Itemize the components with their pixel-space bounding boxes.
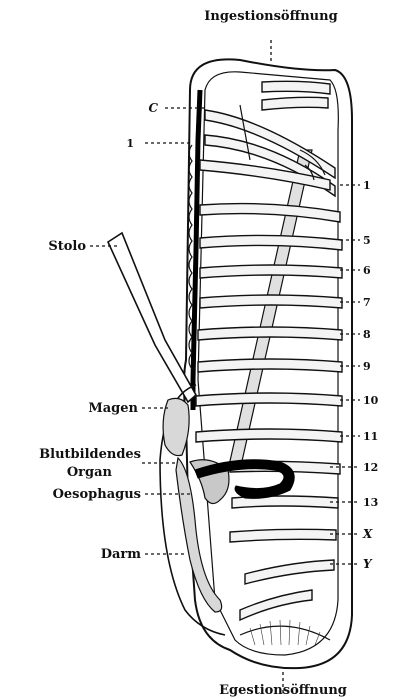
stolo [108,233,196,402]
band-label-6: 6 [363,264,371,277]
magen-label: Magen [88,401,138,416]
oesophagus-label: Oesophagus [53,487,141,502]
band-label-5: 5 [363,234,371,247]
band-label-y: Y [363,557,373,571]
band-label-11: 11 [363,430,378,443]
band-label-9: 9 [363,360,371,373]
band-label-12: 12 [363,461,378,474]
band-label-13: 13 [363,496,378,509]
band-number-labels: 1 5 6 7 8 9 10 11 12 13 X Y [362,179,379,571]
stolo-label: Stolo [48,239,86,254]
band-1-left-label: 1 [126,137,134,150]
band-label-7: 7 [363,296,371,309]
organ-label: Organ [67,465,113,480]
egestion-label: Egestionsöffnung [219,683,347,698]
band-label-x: X [362,527,373,541]
ingestion-label: Ingestionsöffnung [204,9,337,24]
magen-organ [163,398,189,455]
darm-label: Darm [101,547,142,562]
blutbildendes-label: Blutbildendes [39,447,141,462]
c-label: C [148,101,158,115]
band-label-10: 10 [363,394,379,407]
band-label-8: 8 [363,328,371,341]
band-label-1: 1 [363,179,371,192]
